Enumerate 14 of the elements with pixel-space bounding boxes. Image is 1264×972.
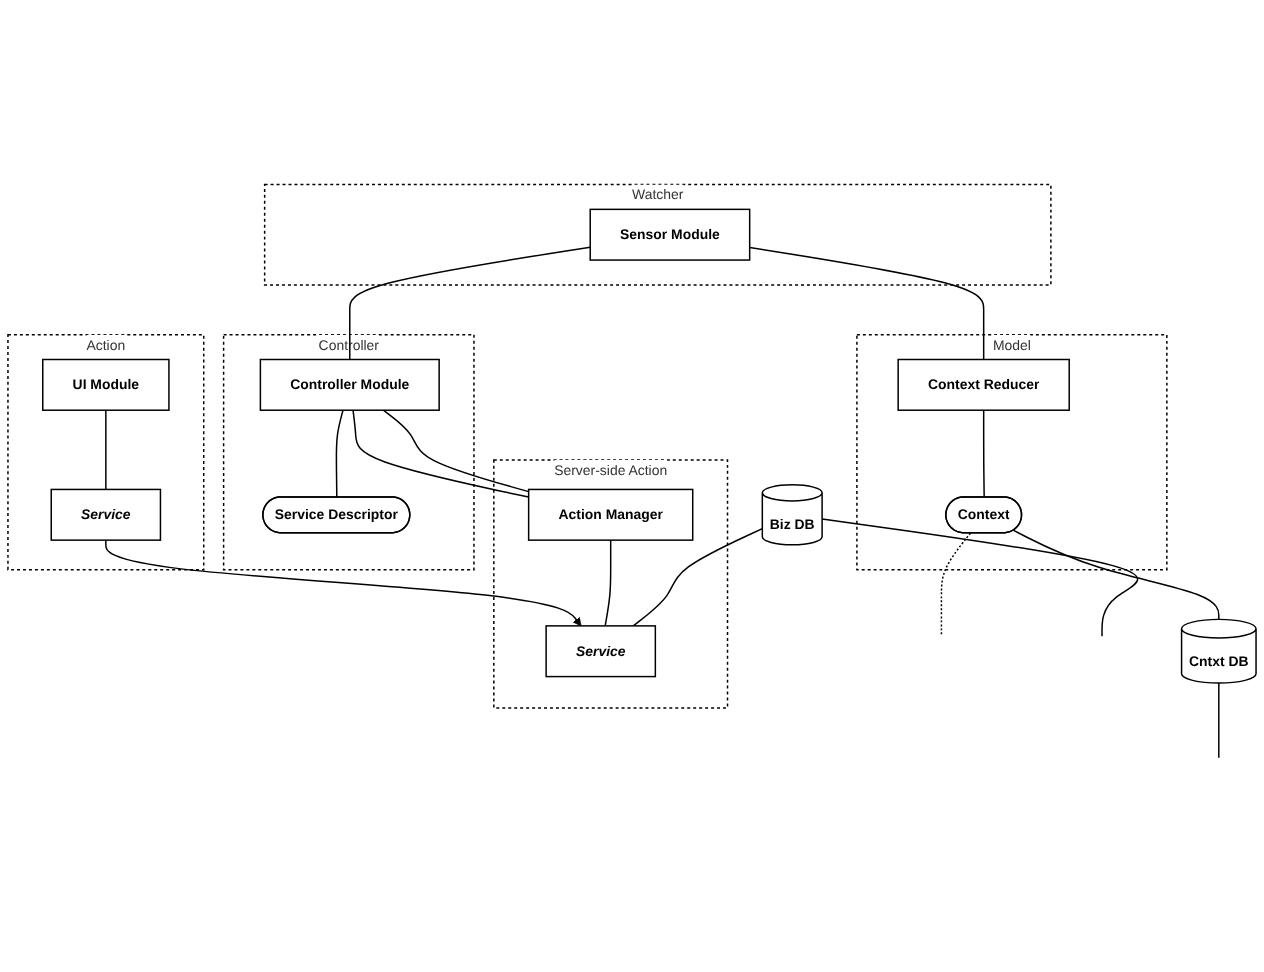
connector — [821, 518, 1139, 638]
connector — [632, 527, 764, 627]
connector — [382, 409, 530, 493]
arrow — [105, 539, 582, 627]
connector — [748, 246, 985, 361]
connector — [940, 532, 972, 638]
connector — [1012, 529, 1220, 621]
connector — [335, 409, 344, 499]
connector — [349, 246, 591, 361]
connector — [604, 539, 612, 627]
connector — [105, 409, 107, 491]
connector — [982, 409, 985, 499]
connector — [352, 409, 530, 498]
connector — [1218, 682, 1220, 759]
